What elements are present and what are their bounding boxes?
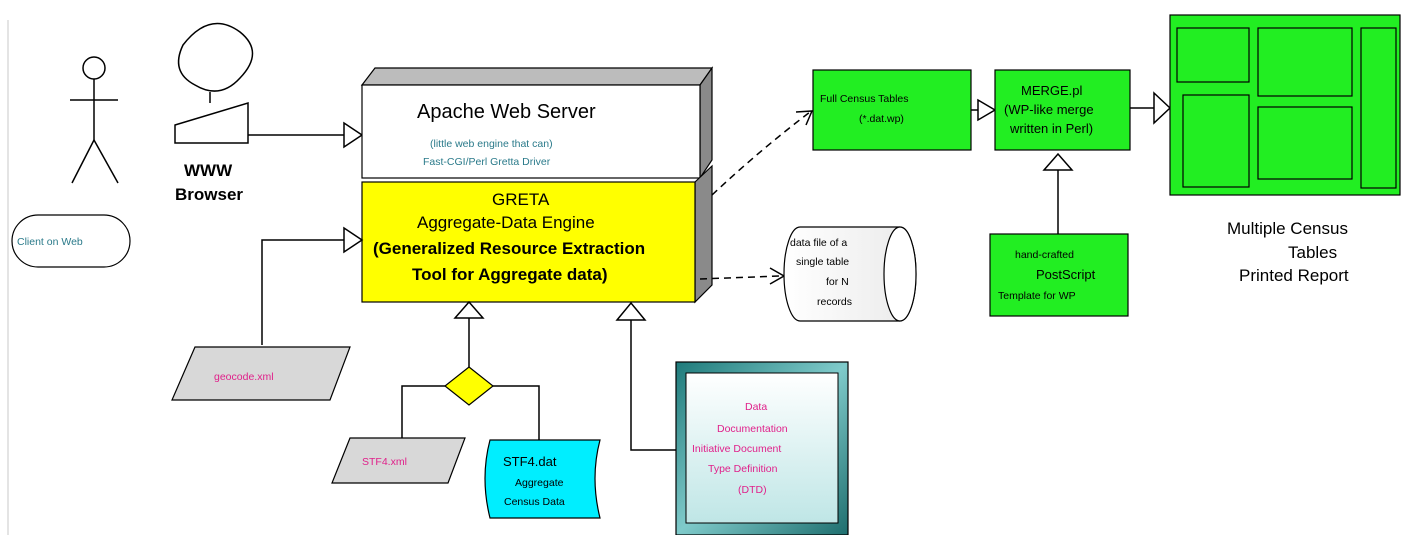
apache-web-server-box — [360, 66, 714, 180]
dtd-line1: Data — [745, 401, 767, 413]
datafile-line4: records — [817, 296, 852, 308]
actor-stick-figure — [70, 56, 119, 184]
merge-diamond — [444, 366, 494, 406]
report-panel-1 — [1176, 27, 1250, 83]
dtd-line2: Documentation — [717, 423, 788, 435]
geocode-xml-node: geocode.xml — [171, 346, 351, 401]
postscript-line2: PostScript — [1036, 267, 1096, 282]
report-panel-3 — [1360, 27, 1397, 189]
merge-title: MERGE.pl — [1021, 83, 1083, 98]
dtd-to-greta-arrow — [615, 301, 676, 451]
full-census-line2: (*.dat.wp) — [859, 113, 904, 125]
report-panel-2 — [1257, 27, 1353, 97]
stf4-xml-label: STF4.xml — [362, 456, 407, 468]
dtd-line4: Type Definition — [708, 463, 778, 475]
printed-report-node — [1169, 14, 1401, 196]
census-to-merge-arrow — [971, 98, 997, 122]
greta-subtitle: Aggregate-Data Engine — [417, 213, 595, 232]
report-label-2: Tables — [1288, 243, 1337, 262]
greta-to-full-census-arrow — [711, 110, 814, 196]
client-on-web-node: Client on Web — [11, 214, 131, 268]
report-label-1: Multiple Census — [1227, 219, 1348, 238]
geocode-to-greta-arrow — [261, 226, 364, 345]
postscript-to-merge-arrow — [1042, 152, 1074, 234]
merge-line3: written in Perl) — [1009, 121, 1093, 136]
postscript-line3: Template for WP — [998, 290, 1076, 302]
browser-to-apache-arrow — [248, 121, 364, 149]
datafile-line3: for N — [826, 276, 849, 288]
stf4-dat-line3: Census Data — [504, 496, 565, 508]
stf4-to-greta-arrow — [401, 300, 540, 440]
greta-expansion-2: Tool for Aggregate data) — [412, 265, 608, 284]
stf4-dat-title: STF4.dat — [503, 454, 557, 469]
full-census-line1: Full Census Tables — [820, 93, 909, 105]
browser-icon — [174, 22, 254, 144]
browser-label: Browser — [175, 185, 243, 204]
stf4-xml-node: STF4.xml — [331, 437, 466, 484]
dtd-line3: Initiative Document — [692, 443, 781, 455]
client-on-web-label: Client on Web — [17, 236, 83, 248]
browser-www-label: WWW — [184, 161, 233, 180]
datafile-cylinder — [783, 226, 917, 322]
apache-sub2: Fast-CGI/Perl Gretta Driver — [423, 156, 551, 168]
dtd-line5: (DTD) — [738, 484, 767, 496]
postscript-template-node: hand-crafted PostScript Template for WP — [989, 233, 1129, 317]
report-panel-4 — [1182, 94, 1250, 188]
apache-title: Apache Web Server — [417, 101, 596, 123]
dtd-node: Data Documentation Initiative Document T… — [675, 361, 849, 535]
report-panel-5 — [1257, 106, 1353, 180]
greta-title: GRETA — [492, 190, 550, 209]
greta-engine-box — [361, 164, 713, 304]
full-census-tables-node: Full Census Tables (*.dat.wp) — [812, 69, 972, 151]
merge-line2: (WP-like merge — [1004, 102, 1094, 117]
postscript-line1: hand-crafted — [1015, 249, 1074, 261]
greta-expansion-1: (Generalized Resource Extraction — [373, 239, 645, 258]
datafile-line2: single table — [796, 256, 849, 268]
merge-pl-node: MERGE.pl (WP-like merge written in Perl) — [994, 69, 1131, 151]
apache-sub1: (little web engine that can) — [430, 138, 553, 150]
merge-to-report-arrow — [1130, 91, 1172, 125]
stf4-dat-node: STF4.dat Aggregate Census Data — [484, 439, 601, 519]
datafile-line1: data file of a — [790, 237, 847, 249]
report-label-3: Printed Report — [1239, 266, 1349, 285]
stf4-dat-line2: Aggregate — [515, 477, 564, 489]
geocode-label: geocode.xml — [214, 371, 274, 383]
